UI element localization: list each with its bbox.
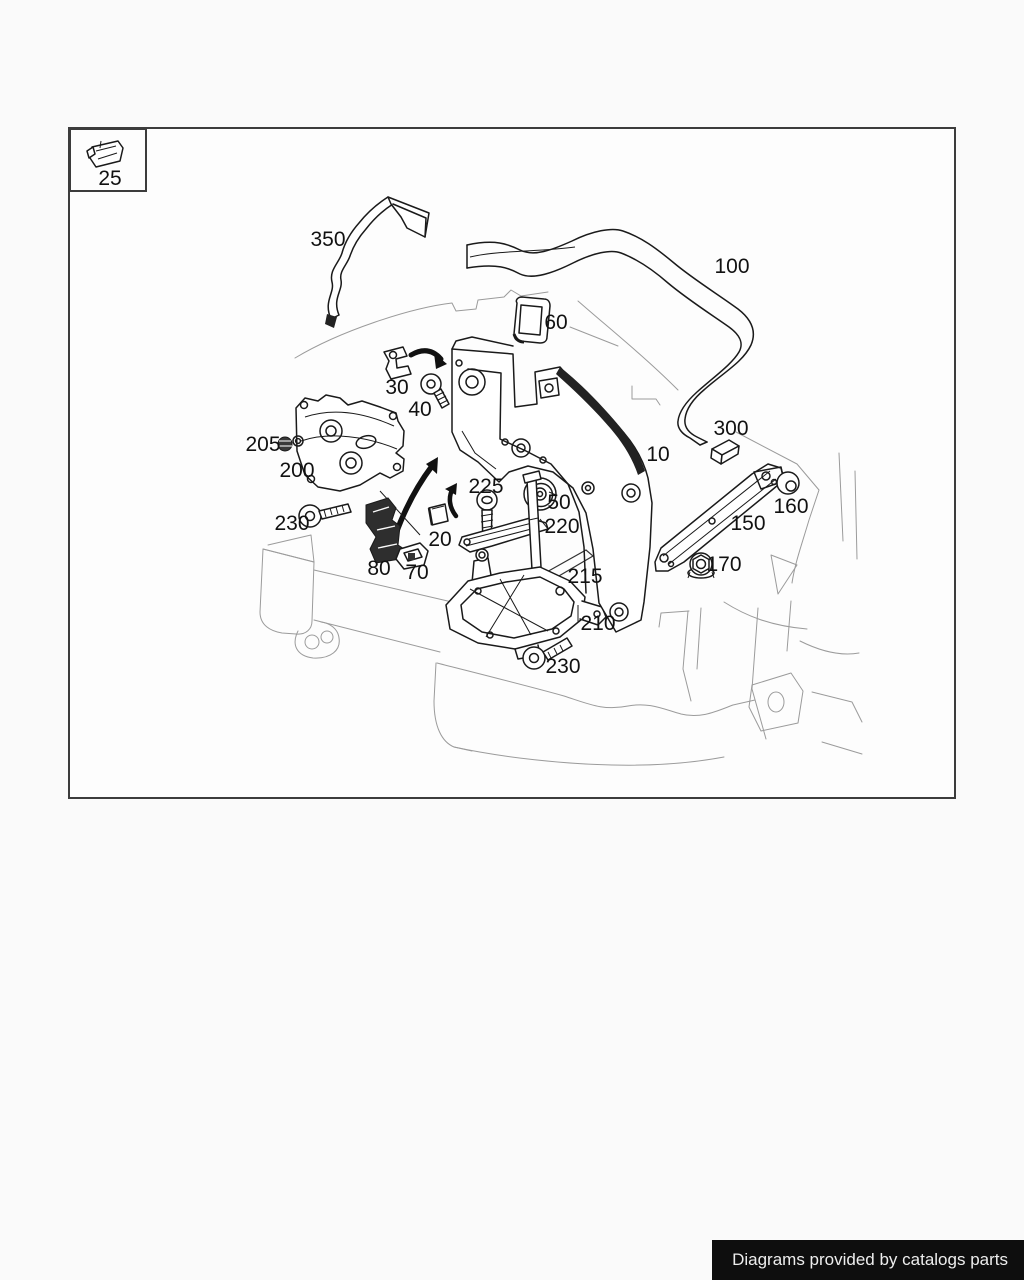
part-label-50: 50 xyxy=(547,491,570,514)
part-70-clip xyxy=(395,542,429,570)
part-230-screw-upper xyxy=(298,503,352,528)
part-100-seal xyxy=(466,228,755,446)
part-label-230-lower: 230 xyxy=(545,655,580,678)
parts-diagram-svg: 25 350 100 60 30 40 205 200 230 20 80 70… xyxy=(70,129,863,766)
part-label-205: 205 xyxy=(245,433,280,456)
part-label-60: 60 xyxy=(544,311,567,334)
part-205-nut xyxy=(277,435,304,452)
part-200-bracket xyxy=(295,394,421,536)
part-label-20: 20 xyxy=(428,528,451,551)
part-label-350: 350 xyxy=(310,228,345,251)
part-label-160: 160 xyxy=(773,495,808,518)
part-350-strap xyxy=(325,196,430,328)
part-label-300: 300 xyxy=(713,417,748,440)
part-label-10: 10 xyxy=(646,443,669,466)
part-label-215: 215 xyxy=(567,565,602,588)
part-170-nut xyxy=(687,552,715,579)
part-label-225: 225 xyxy=(468,475,503,498)
part-label-70: 70 xyxy=(405,561,428,584)
part-10-panel xyxy=(451,336,653,633)
part-label-230-upper: 230 xyxy=(274,512,309,535)
part-label-220: 220 xyxy=(544,515,579,538)
part-30-clip xyxy=(383,346,412,380)
part-label-40: 40 xyxy=(408,398,431,421)
parts-diagram-frame: 25 350 100 60 30 40 205 200 230 20 80 70… xyxy=(68,127,956,799)
part-label-30: 30 xyxy=(385,376,408,399)
part-label-150: 150 xyxy=(730,512,765,535)
part-210-support xyxy=(445,470,607,660)
part-label-80: 80 xyxy=(367,557,390,580)
part-60-grommet xyxy=(512,296,551,344)
part-25-clip-icon xyxy=(86,140,124,168)
provider-banner: Diagrams provided by catalogs parts xyxy=(712,1240,1024,1280)
part-230-screw-lower xyxy=(522,637,573,670)
part-label-210: 210 xyxy=(580,612,615,635)
part-label-25: 25 xyxy=(98,167,121,190)
part-label-200: 200 xyxy=(279,459,314,482)
inset-part-25: 25 xyxy=(70,129,147,192)
car-body-outline xyxy=(259,289,863,766)
part-labels: 350 100 60 30 40 205 200 230 20 80 70 22… xyxy=(245,228,808,678)
part-20-clip xyxy=(427,503,449,526)
part-40-screw xyxy=(420,373,450,409)
part-160-grommet xyxy=(776,471,800,495)
part-300-block xyxy=(710,439,740,465)
part-label-100: 100 xyxy=(714,255,749,278)
part-label-170: 170 xyxy=(706,553,741,576)
